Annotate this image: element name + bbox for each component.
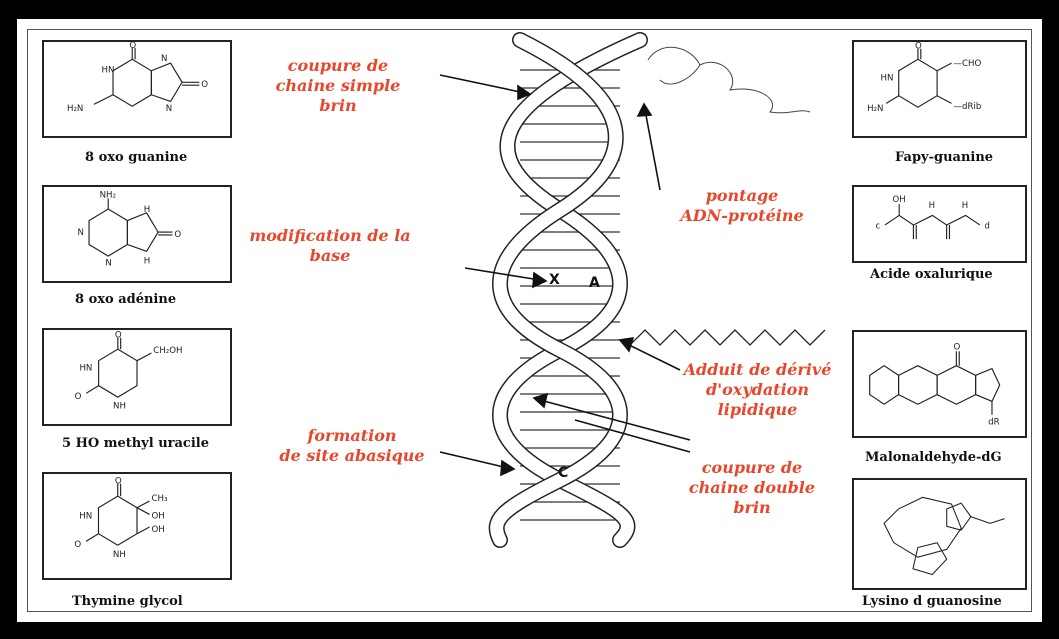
molecule-box-malonaldehyde-dg: O dR: [852, 330, 1027, 438]
caption-5-ho-methyl-uracile: 5 HO methyl uracile: [62, 436, 209, 451]
atom-o-1: O: [129, 42, 136, 51]
8-oxo-adenine-structure: NH₂ O N N H H: [44, 187, 230, 281]
molecule-box-lysino-guanosine: [852, 478, 1027, 590]
molecule-box-acide-oxalurique: OH H H c d: [852, 185, 1027, 263]
atom-n-1: N: [161, 54, 167, 64]
lysino-guanosine-structure: [854, 480, 1025, 588]
atom-o: O: [953, 342, 960, 352]
atom-hn: HN: [102, 66, 115, 76]
atom-o: O: [174, 230, 181, 240]
molecule-box-thymine-glycol: O O CH₃ OH OH HN NH: [42, 472, 232, 580]
atom-cho: —CHO: [953, 59, 981, 69]
molecule-box-8-oxo-adenine: NH₂ O N N H H: [42, 185, 232, 283]
annotation-lipid-adduct: Adduit de dérivé d'oxydation lipidique: [665, 360, 850, 420]
atom-hn: HN: [79, 511, 92, 521]
fapy-guanine-structure: O —CHO —dRib H₂N HN: [854, 42, 1025, 136]
atom-h-2: H: [962, 201, 968, 211]
atom-n-2: N: [166, 104, 172, 114]
caption-malonaldehyde-dg: Malonaldehyde-dG: [865, 450, 1002, 465]
atom-o-1: O: [115, 331, 122, 341]
caption-thymine-glycol: Thymine glycol: [72, 594, 183, 609]
atom-h-1: H: [929, 201, 935, 211]
atom-nh2: NH₂: [100, 191, 116, 201]
atom-nh: NH: [113, 402, 126, 412]
acide-oxalurique-structure: OH H H c d: [854, 187, 1025, 261]
atom-h2n: H₂N: [67, 104, 83, 114]
atom-o-2: O: [75, 392, 82, 402]
atom-ch2oh: CH₂OH: [153, 346, 182, 356]
atom-nh: NH: [113, 550, 126, 560]
atom-h-2: H: [144, 257, 151, 267]
atom-o-2: O: [201, 80, 208, 90]
molecule-box-5-ho-methyl-uracile: O O CH₂OH HN NH: [42, 328, 232, 426]
caption-acide-oxalurique: Acide oxalurique: [870, 267, 993, 282]
atom-h2n: H₂N: [867, 104, 883, 114]
annotation-abasic-site: formation de site abasique: [262, 426, 442, 466]
5-ho-methyl-uracile-structure: O O CH₂OH HN NH: [44, 330, 230, 424]
atom-drib: —dRib: [953, 102, 981, 112]
atom-hn: HN: [881, 73, 894, 83]
thymine-glycol-structure: O O CH₃ OH OH HN NH: [44, 474, 230, 578]
annotation-base-modification: modification de la base: [230, 226, 430, 266]
atom-ch3: CH₃: [151, 494, 168, 504]
malonaldehyde-dg-structure: O dR: [854, 332, 1025, 436]
atom-o: O: [915, 42, 922, 52]
atom-d: d: [985, 222, 990, 232]
atom-hn: HN: [79, 363, 92, 373]
atom-o-1: O: [115, 477, 122, 487]
atom-o-2: O: [74, 540, 81, 550]
atom-h-1: H: [144, 205, 151, 215]
atom-oh-2: OH: [151, 525, 164, 535]
atom-oh-1: OH: [151, 511, 164, 521]
annotation-double-strand-break: coupure de chaine double brin: [672, 458, 832, 518]
caption-8-oxo-guanine: 8 oxo guanine: [85, 150, 187, 165]
caption-8-oxo-adenine: 8 oxo adénine: [75, 292, 176, 307]
atom-dr: dR: [988, 417, 1000, 427]
molecule-box-fapy-guanine: O —CHO —dRib H₂N HN: [852, 40, 1027, 138]
caption-lysino-guanosine: Lysino d guanosine: [862, 594, 1002, 609]
atom-oh: OH: [893, 195, 906, 205]
annotation-dna-protein-crosslink: pontage ADN-protéine: [662, 186, 822, 226]
atom-n-1: N: [78, 228, 84, 238]
molecule-box-8-oxo-guanine: O O H₂N HN N N: [42, 40, 232, 138]
atom-c: c: [875, 222, 880, 232]
atom-n-2: N: [105, 259, 111, 269]
8-oxo-guanine-structure: O O H₂N HN N N: [44, 42, 230, 136]
annotation-single-strand-break: coupure de chaine simple brin: [258, 56, 418, 116]
caption-fapy-guanine: Fapy-guanine: [895, 150, 993, 165]
